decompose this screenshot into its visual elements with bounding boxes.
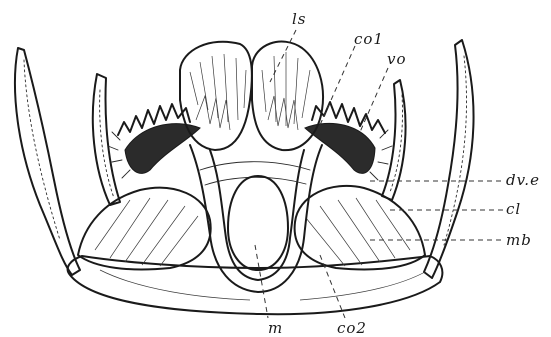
leader-m [255, 245, 268, 318]
label-co2: co2 [337, 319, 367, 337]
mouth-opening [228, 176, 288, 270]
label-co1: co1 [354, 30, 384, 48]
visceral-organ-right [305, 123, 392, 180]
left-outer-claw [15, 48, 80, 275]
lateral-lobe-right [295, 186, 425, 270]
label-m: m [268, 319, 283, 337]
basal-plate [68, 256, 443, 314]
visceral-organ-left [108, 124, 200, 178]
upper-lobe-right [252, 42, 323, 151]
label-mb: mb [506, 231, 532, 249]
upper-lobe-left [180, 42, 252, 150]
label-vo: vo [387, 50, 407, 68]
right-outer-claw [424, 40, 474, 278]
left-inner-claw [93, 74, 120, 205]
label-ls: ls [292, 10, 307, 28]
label-cl: cl [506, 200, 521, 218]
leader-ls [270, 30, 296, 82]
right-inner-claw [382, 80, 406, 200]
lateral-lobe-left [78, 188, 211, 270]
leader-vo [360, 68, 388, 132]
label-dve: dv.e [506, 171, 540, 189]
